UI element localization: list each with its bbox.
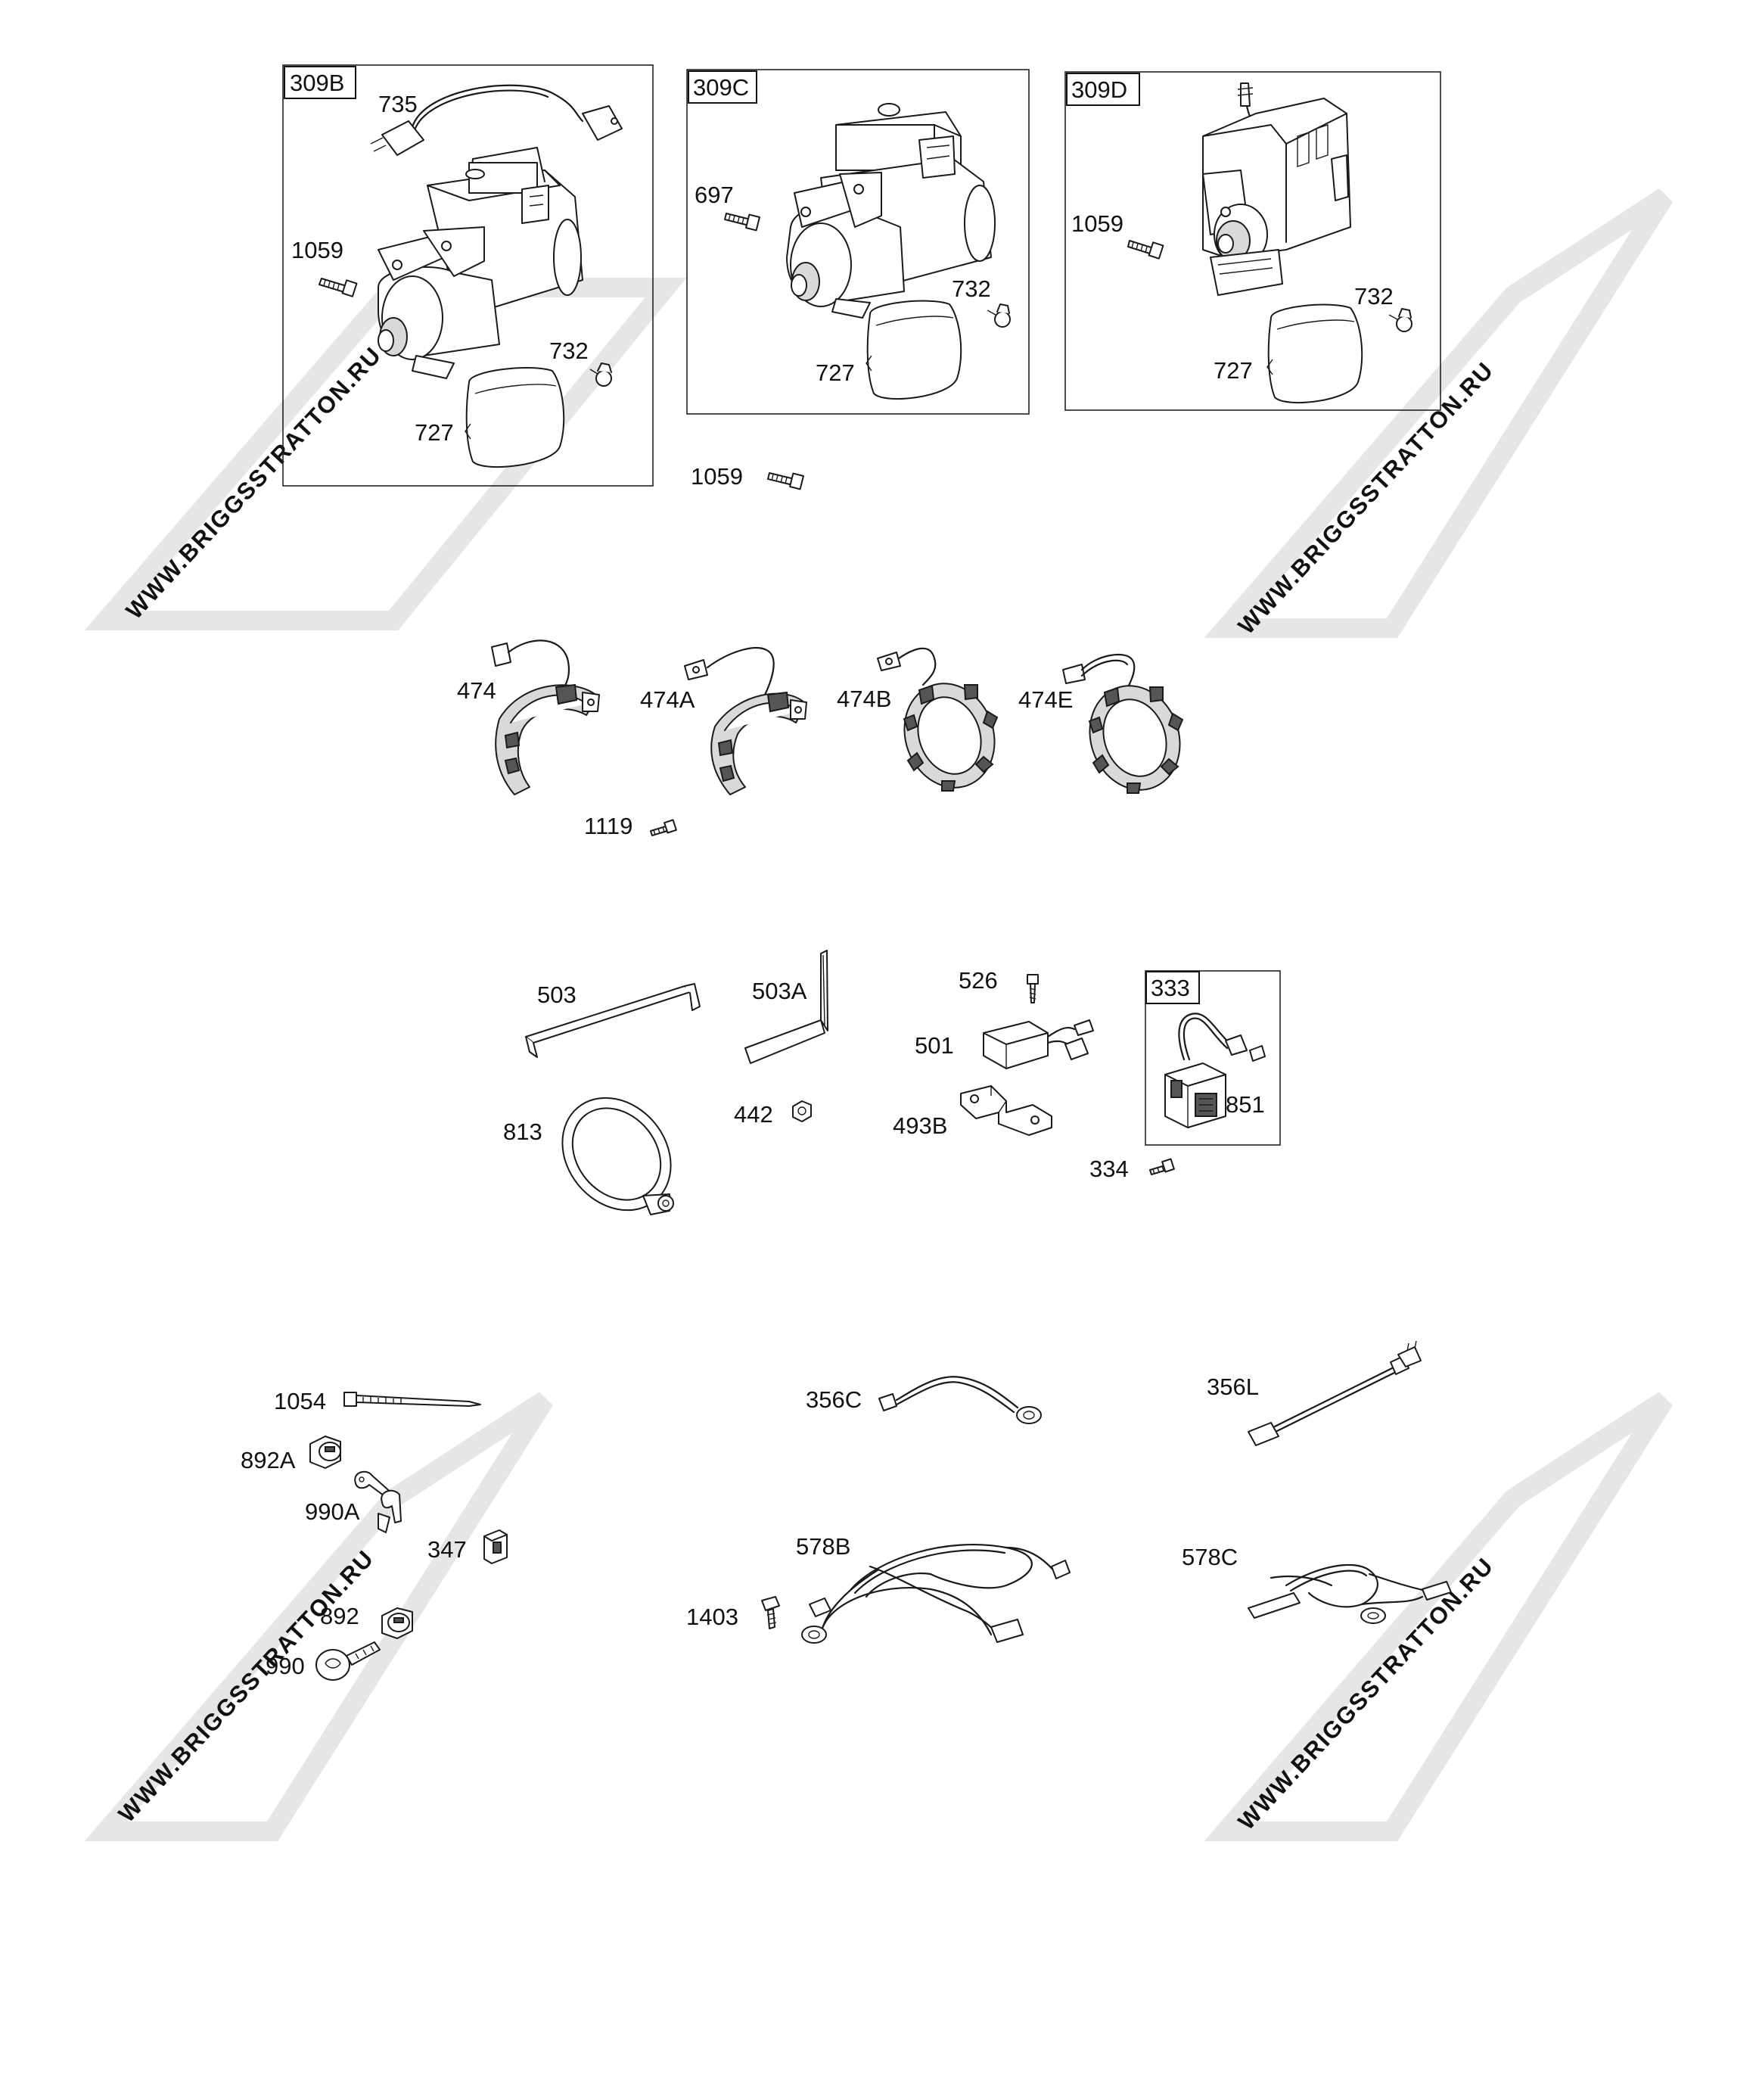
label-697: 697 (695, 182, 734, 208)
group-label-333: 333 (1151, 975, 1190, 1001)
label-334: 334 (1089, 1156, 1129, 1182)
ignition-coil (1164, 1013, 1266, 1128)
label-1054: 1054 (274, 1388, 326, 1414)
label-503A: 503A (752, 978, 807, 1004)
label-474A: 474A (640, 686, 695, 713)
bracket-493B (960, 1085, 1052, 1136)
label-892A: 892A (241, 1447, 296, 1473)
label-1403: 1403 (686, 1604, 738, 1630)
label-813: 813 (503, 1118, 542, 1145)
watermark-text: WWW.BRIGGSSTRATTON.RU (1233, 1552, 1500, 1835)
keys-990A (354, 1470, 402, 1533)
label-474B: 474B (837, 686, 891, 712)
label-1059: 1059 (1071, 210, 1123, 237)
label-732: 732 (952, 275, 991, 302)
alternator-474 (491, 639, 600, 795)
alternator-474B (877, 647, 999, 792)
label-578C: 578C (1182, 1544, 1238, 1570)
strap-503 (525, 983, 701, 1058)
starter-motor-309B (378, 147, 583, 379)
label-474E: 474E (1018, 686, 1073, 713)
label-732: 732 (549, 338, 589, 364)
key-switch-892A (309, 1436, 341, 1469)
label-356L: 356L (1207, 1374, 1259, 1400)
group-label-309B: 309B (290, 70, 344, 96)
screw-732 (987, 303, 1011, 328)
label-727: 727 (1214, 357, 1253, 384)
switch-347 (483, 1529, 508, 1564)
starter-motor-309C (786, 103, 996, 319)
cover-727 (1266, 303, 1363, 404)
label-1059: 1059 (291, 237, 343, 263)
regulator-501 (983, 1019, 1094, 1069)
screw-1119 (650, 819, 677, 836)
wire-356C (878, 1376, 1042, 1424)
watermark-text: WWW.BRIGGSSTRATTON.RU (113, 1545, 380, 1828)
label-501: 501 (915, 1032, 954, 1059)
wire-harness-578C (1248, 1563, 1452, 1624)
group-label-309C: 309C (693, 74, 749, 101)
label-735: 735 (378, 91, 418, 117)
bracket-503A (744, 950, 828, 1064)
bolt-1403 (761, 1596, 780, 1629)
label-442: 442 (734, 1101, 773, 1128)
bolt-697 (724, 213, 760, 232)
group-309D: 309D (1064, 71, 1441, 411)
label-356C: 356C (806, 1386, 862, 1413)
label-1119: 1119 (584, 813, 632, 839)
starter-motor-309D (1202, 82, 1351, 296)
wire-356L (1248, 1340, 1422, 1446)
alternator-474E (1062, 653, 1184, 794)
alternator-474A (684, 647, 807, 795)
cover-727 (465, 367, 565, 468)
label-474: 474 (457, 677, 496, 704)
cable-tie-1054 (343, 1392, 481, 1407)
group-309C: 309C (686, 69, 1030, 415)
screw-334 (1149, 1158, 1175, 1175)
label-727: 727 (816, 359, 855, 386)
label-526: 526 (959, 967, 998, 994)
screw-732 (1388, 308, 1412, 332)
label-347: 347 (427, 1536, 467, 1563)
bolt-1059-loose (767, 472, 804, 490)
bolt-1059 (1127, 240, 1164, 260)
label-1059: 1059 (691, 463, 743, 490)
wire-harness-578B (801, 1543, 1071, 1644)
label-990A: 990A (305, 1498, 360, 1525)
watermark-text: WWW.BRIGGSSTRATTON.RU (1233, 356, 1500, 639)
screw-732 (589, 362, 612, 387)
label-990: 990 (266, 1653, 305, 1679)
watermark-bottom-right: WWW.BRIGGSSTRATTON.RU (1204, 1392, 1673, 1841)
label-578B: 578B (796, 1533, 850, 1560)
cover-727 (866, 300, 962, 400)
key-990 (315, 1641, 381, 1681)
bolt-1059 (319, 278, 358, 297)
clamp-band-813 (561, 1097, 674, 1215)
label-892: 892 (320, 1603, 359, 1629)
watermark-top-right: WWW.BRIGGSSTRATTON.RU (1204, 188, 1673, 639)
label-851: 851 (1226, 1091, 1265, 1118)
group-333: 333 851 (1145, 970, 1281, 1146)
label-503: 503 (537, 982, 576, 1008)
nut-442 (792, 1100, 812, 1122)
label-732: 732 (1354, 283, 1394, 310)
watermark-text: WWW.BRIGGSSTRATTON.RU (121, 341, 387, 624)
screw-526 (1027, 974, 1039, 1003)
label-727: 727 (415, 419, 454, 446)
key-switch-892 (381, 1607, 413, 1639)
label-493B: 493B (893, 1112, 947, 1139)
group-309B: 309B (282, 64, 654, 487)
group-label-309D: 309D (1071, 76, 1127, 103)
extension-cord-735 (370, 84, 623, 156)
